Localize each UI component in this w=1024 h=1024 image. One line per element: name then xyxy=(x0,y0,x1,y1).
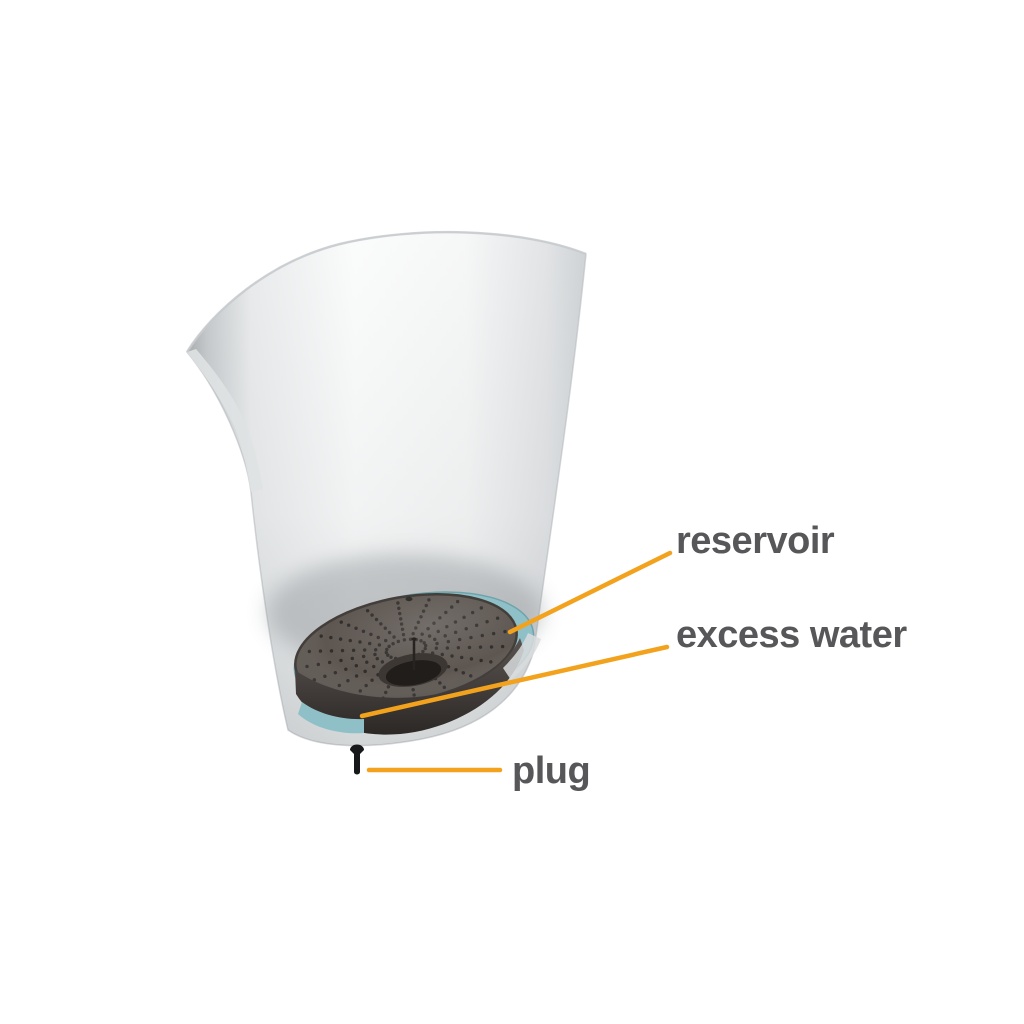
label-plug: plug xyxy=(512,750,591,792)
label-reservoir: reservoir xyxy=(676,520,835,562)
plug xyxy=(350,744,364,775)
excess-water-pool xyxy=(298,702,364,734)
reservoir-cavity xyxy=(295,638,524,735)
base-ledge xyxy=(503,633,541,680)
rim-edge xyxy=(185,230,587,353)
leader-line-reservoir xyxy=(507,550,673,635)
leader-line-excess-water xyxy=(359,644,670,719)
label-excess-water: excess water xyxy=(676,614,907,656)
wick-top xyxy=(411,637,417,641)
vent-hole xyxy=(405,596,413,602)
cut-edge xyxy=(187,349,263,492)
